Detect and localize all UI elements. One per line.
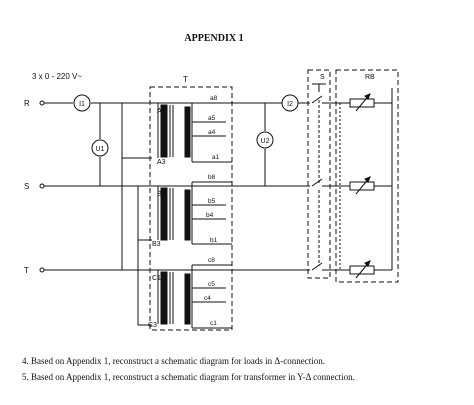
switch-label: S bbox=[320, 74, 325, 81]
tap-a1-label: a1 bbox=[212, 154, 220, 161]
svg-text:I1: I1 bbox=[79, 101, 85, 108]
question-list: 4. Based on Appendix 1, reconstruct a sc… bbox=[22, 353, 462, 385]
tap-c4-label: c4 bbox=[204, 295, 211, 302]
svg-text:U1: U1 bbox=[96, 146, 105, 153]
load-resistor-t bbox=[340, 260, 392, 279]
primary-b3-label: B3 bbox=[152, 241, 161, 248]
voltmeter-u2 bbox=[256, 131, 274, 149]
load-enclosure bbox=[335, 69, 399, 283]
transformer-section-s bbox=[150, 181, 232, 245]
tap-a5-label: a5 bbox=[208, 115, 216, 122]
tap-b8-label: b8 bbox=[208, 174, 216, 181]
tap-a4-label: a4 bbox=[208, 129, 216, 136]
tap-b1-label: b1 bbox=[210, 237, 218, 244]
phase-r-label: R bbox=[24, 99, 30, 108]
ammeter-i1 bbox=[73, 94, 91, 112]
phase-t-label: T bbox=[24, 266, 29, 275]
transformer-label: T bbox=[183, 75, 188, 84]
load-common-wiring bbox=[339, 103, 393, 270]
tap-a8-label: a8 bbox=[210, 95, 218, 102]
primary-c1-label: C1 bbox=[152, 275, 161, 282]
supply-voltage-label: 3 x 0 - 220 V~ bbox=[32, 72, 82, 81]
switch-contacts bbox=[311, 83, 340, 271]
switch-enclosure bbox=[307, 69, 331, 279]
primary-b1-label: B1 bbox=[157, 191, 166, 198]
voltmeter-u1-wiring bbox=[99, 103, 123, 188]
load-resistor-s bbox=[340, 176, 392, 195]
tap-b5-label: b5 bbox=[208, 198, 216, 205]
phase-s-label: S bbox=[24, 182, 29, 191]
transformer-section-r bbox=[150, 102, 232, 163]
appendix-title: APPENDIX 1 bbox=[184, 33, 243, 44]
svg-text:U2: U2 bbox=[261, 138, 270, 145]
primary-a3-label: A3 bbox=[157, 159, 166, 166]
voltmeter-u1 bbox=[91, 139, 109, 157]
transformer-section-t bbox=[150, 264, 232, 329]
primary-c3-label: C3 bbox=[148, 322, 157, 329]
question-4: 4. Based on Appendix 1, reconstruct a sc… bbox=[22, 356, 325, 366]
primary-feed-wiring bbox=[121, 157, 152, 326]
tap-c5-label: c5 bbox=[208, 281, 215, 288]
load-resistor-r bbox=[340, 88, 393, 112]
terminal-s bbox=[39, 183, 45, 189]
load-label: RB bbox=[365, 74, 375, 81]
svg-text:I2: I2 bbox=[287, 101, 293, 108]
tap-c1-label: c1 bbox=[210, 320, 217, 327]
phase-lines bbox=[44, 102, 310, 271]
primary-a1-label: A1 bbox=[157, 108, 166, 115]
tap-c8-label: c8 bbox=[208, 257, 215, 264]
terminal-r bbox=[39, 100, 45, 106]
transformer-enclosure bbox=[149, 86, 233, 331]
tap-b4-label: b4 bbox=[206, 212, 214, 219]
terminal-t bbox=[39, 267, 45, 273]
question-5: 5. Based on Appendix 1, reconstruct a sc… bbox=[22, 372, 355, 382]
ammeter-i2 bbox=[281, 94, 299, 112]
